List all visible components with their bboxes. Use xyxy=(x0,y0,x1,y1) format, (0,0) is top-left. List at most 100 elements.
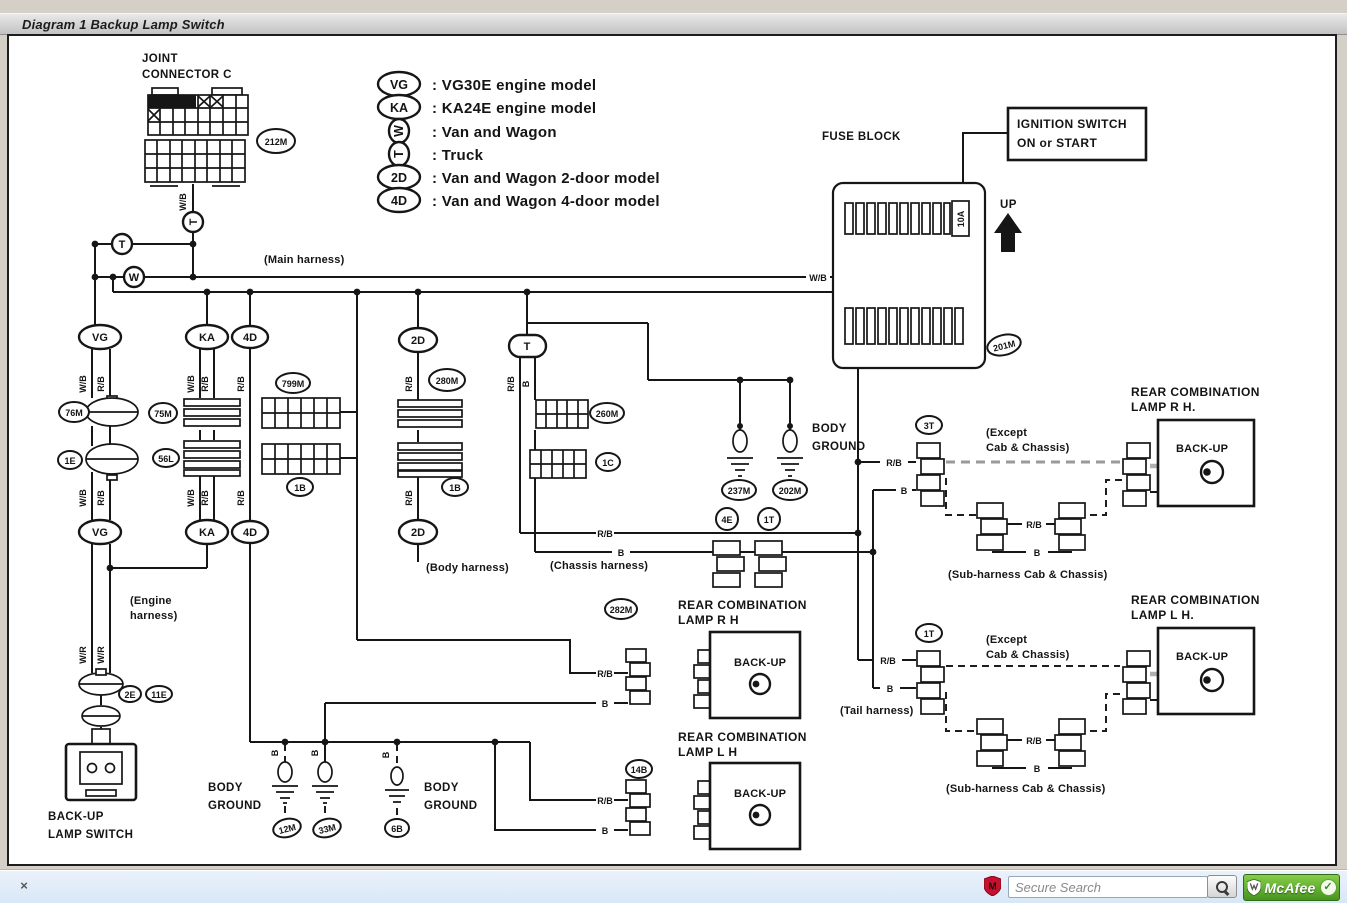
mcafee-brand-label: McAfee xyxy=(1264,879,1316,896)
svg-text:B: B xyxy=(381,751,391,758)
svg-text:LAMP R H: LAMP R H xyxy=(678,613,739,627)
secure-search-input[interactable] xyxy=(1008,876,1208,898)
svg-text:BACK-UP: BACK-UP xyxy=(734,788,786,800)
svg-text:W: W xyxy=(392,125,406,137)
fuse-block: FUSE BLOCK 10A 201M UP xyxy=(822,131,1022,370)
magnifier-icon xyxy=(1215,880,1229,894)
svg-text:2D: 2D xyxy=(411,335,425,347)
joint-connector-grid xyxy=(144,94,249,187)
joint-connector-c: JOINT CONNECTOR C 212M xyxy=(142,53,296,187)
svg-text:ON or START: ON or START xyxy=(1017,136,1097,150)
svg-text:(Tail harness): (Tail harness) xyxy=(840,705,914,717)
svg-text:T: T xyxy=(188,218,200,225)
svg-text:R/B: R/B xyxy=(404,376,414,392)
svg-text:GROUND: GROUND xyxy=(208,800,262,812)
inline-connectors-4e-1t: 4E 1T xyxy=(712,507,787,588)
rear-lamp-lh-right: 1T (Except Cab & Chassis) (Sub-harness C… xyxy=(840,593,1259,795)
body-ground-center: 237M 202M BODY GROUND xyxy=(721,423,865,501)
svg-text:W/B: W/B xyxy=(78,375,88,393)
mcafee-shield-icon: M xyxy=(984,876,1001,896)
svg-text:10A: 10A xyxy=(956,210,966,227)
svg-text:4E: 4E xyxy=(721,515,732,525)
svg-text:R/B: R/B xyxy=(200,376,210,392)
svg-text:(Engine: (Engine xyxy=(130,595,172,607)
svg-text:R/B: R/B xyxy=(200,490,210,506)
window-title-bar: Diagram 1 Backup Lamp Switch xyxy=(0,13,1347,35)
svg-text:R/B: R/B xyxy=(96,376,106,392)
svg-text:B: B xyxy=(1034,764,1041,774)
close-icon[interactable]: × xyxy=(20,878,28,893)
svg-text:W/B: W/B xyxy=(186,489,196,507)
svg-text:282M: 282M xyxy=(610,605,633,615)
svg-text:KA: KA xyxy=(390,101,408,115)
svg-text:1C: 1C xyxy=(602,458,614,468)
fuse-row xyxy=(844,307,964,345)
svg-text:harness): harness) xyxy=(130,610,178,622)
bulb-icon xyxy=(1199,667,1225,693)
svg-text:R/B: R/B xyxy=(1026,520,1042,530)
svg-text:(Chassis harness): (Chassis harness) xyxy=(550,560,648,572)
svg-text:B: B xyxy=(887,684,894,694)
svg-text:W/B: W/B xyxy=(809,273,827,283)
svg-text:B: B xyxy=(602,699,609,709)
svg-text:M: M xyxy=(988,882,996,893)
svg-text:R/B: R/B xyxy=(236,490,246,506)
svg-text:14B: 14B xyxy=(631,765,648,775)
svg-text:W/B: W/B xyxy=(178,193,188,211)
backup-lamp-switch-symbol: 2E 11E BACK-UP LAMP SWITCH xyxy=(48,668,173,841)
mcafee-badge-shield-icon xyxy=(1246,879,1261,896)
svg-text:VG: VG xyxy=(92,527,108,539)
svg-text:BACK-UP: BACK-UP xyxy=(734,657,786,669)
mcafee-badge[interactable]: McAfee ✓ xyxy=(1243,874,1340,901)
svg-text:R/B: R/B xyxy=(96,490,106,506)
svg-text:: VG30E engine model: : VG30E engine model xyxy=(432,77,596,94)
svg-text:B: B xyxy=(602,826,609,836)
svg-text:B: B xyxy=(618,548,625,558)
svg-text:280M: 280M xyxy=(436,376,459,386)
svg-text:VG: VG xyxy=(92,332,108,344)
svg-text:(Except: (Except xyxy=(986,427,1027,439)
harness-labels: (Main harness) (Engine harness) (Body ha… xyxy=(130,254,648,622)
bulb-icon xyxy=(748,803,772,827)
check-icon: ✓ xyxy=(1319,879,1337,896)
up-arrow-icon xyxy=(994,213,1022,252)
svg-text:11E: 11E xyxy=(151,690,167,700)
svg-text:(Main harness): (Main harness) xyxy=(264,254,345,266)
svg-text:1B: 1B xyxy=(449,483,461,493)
svg-text:LAMP L H.: LAMP L H. xyxy=(1131,608,1194,622)
fuse-row xyxy=(844,202,951,235)
svg-text:R/B: R/B xyxy=(597,796,613,806)
svg-text:76M: 76M xyxy=(65,408,83,418)
svg-text:FUSE BLOCK: FUSE BLOCK xyxy=(822,131,901,143)
svg-text:IGNITION SWITCH: IGNITION SWITCH xyxy=(1017,117,1127,131)
svg-text:B: B xyxy=(1034,548,1041,558)
ignition-switch-box: IGNITION SWITCH ON or START xyxy=(1006,106,1148,162)
svg-text:R/B: R/B xyxy=(880,656,896,666)
connector-id: 212M xyxy=(265,137,288,147)
truck-column-connectors: 260M 1C xyxy=(529,399,625,479)
svg-text:LAMP R H.: LAMP R H. xyxy=(1131,400,1196,414)
svg-text:1E: 1E xyxy=(64,456,75,466)
joint-connector-label: JOINT xyxy=(142,53,178,65)
search-button[interactable] xyxy=(1207,875,1237,898)
2d-column-connectors: 280M 1B xyxy=(397,368,469,497)
svg-text:Cab & Chassis): Cab & Chassis) xyxy=(986,649,1070,661)
svg-text:W: W xyxy=(129,272,140,284)
svg-text:KA: KA xyxy=(199,527,215,539)
page-title: Diagram 1 Backup Lamp Switch xyxy=(22,16,225,32)
svg-text:B: B xyxy=(270,749,280,756)
svg-text:VG: VG xyxy=(390,78,408,92)
svg-text:R/B: R/B xyxy=(506,376,516,392)
svg-text:Cab & Chassis): Cab & Chassis) xyxy=(986,442,1070,454)
svg-text:(Body harness): (Body harness) xyxy=(426,562,509,574)
svg-text:2D: 2D xyxy=(411,527,425,539)
svg-text:12M: 12M xyxy=(278,822,297,836)
svg-text:4D: 4D xyxy=(243,332,257,344)
svg-text:260M: 260M xyxy=(596,409,619,419)
svg-text:75M: 75M xyxy=(154,409,172,419)
svg-text:R/B: R/B xyxy=(236,376,246,392)
svg-text:(Sub-harness Cab & Chassis): (Sub-harness Cab & Chassis) xyxy=(948,569,1108,581)
svg-text:GROUND: GROUND xyxy=(424,800,478,812)
svg-text:: Van and Wagon: : Van and Wagon xyxy=(432,124,557,141)
wires xyxy=(91,132,1200,832)
